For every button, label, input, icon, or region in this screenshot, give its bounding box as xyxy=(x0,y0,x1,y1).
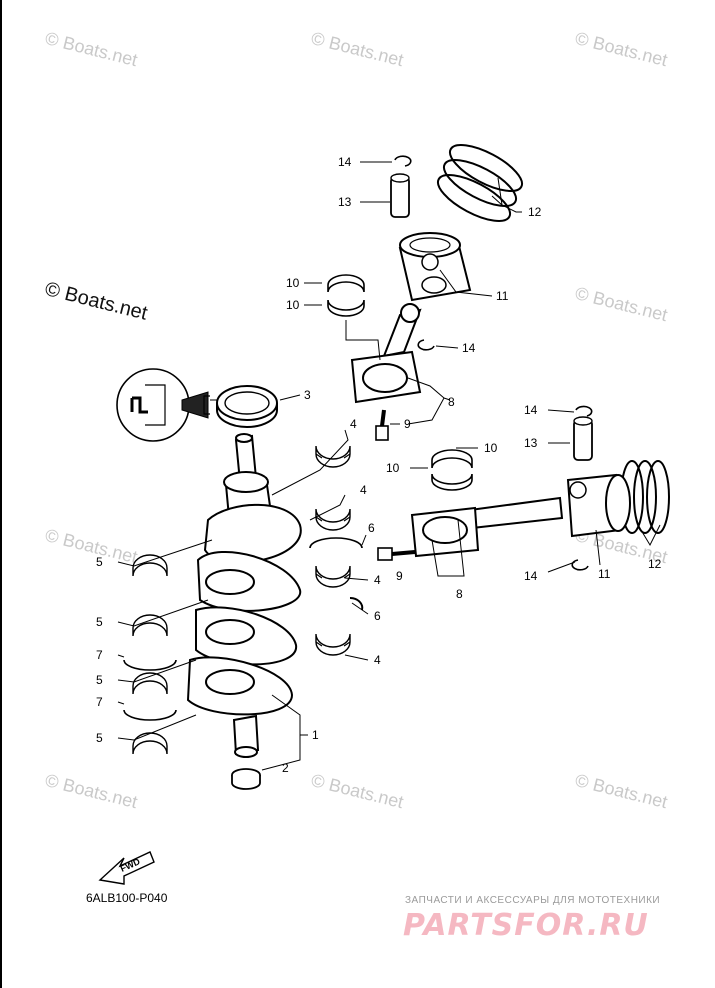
callout-10: 10 xyxy=(286,298,300,312)
diagram-code: 6ALB100-P040 xyxy=(86,891,168,905)
upper-piston-group xyxy=(327,144,524,441)
brand-tagline: ЗАПЧАСТИ И АКСЕССУАРЫ ДЛЯ МОТОТЕХНИКИ xyxy=(405,895,661,906)
callout-2: 2 xyxy=(282,761,289,775)
oil-seal xyxy=(216,385,278,421)
oil-seal-group xyxy=(116,368,278,442)
piston-upper xyxy=(398,232,472,302)
leader-lines xyxy=(117,161,661,771)
callout-4: 4 xyxy=(374,573,381,587)
callout-7: 7 xyxy=(96,648,103,662)
callout-3: 3 xyxy=(304,388,311,402)
conrod-bolt-right xyxy=(377,547,416,561)
callout-5: 5 xyxy=(96,555,103,569)
callout-4: 4 xyxy=(374,653,381,667)
right-piston-group xyxy=(377,405,670,571)
callout-5: 5 xyxy=(96,731,103,745)
callout-4: 4 xyxy=(350,417,357,431)
callout-8: 8 xyxy=(456,587,463,601)
frame-left-border xyxy=(0,0,2,988)
callout-14: 14 xyxy=(338,155,352,169)
callout-14: 14 xyxy=(524,569,538,583)
connecting-rod-upper xyxy=(350,303,422,404)
callout-13: 13 xyxy=(524,436,538,450)
main-bearing-4b xyxy=(315,508,351,531)
callout-1: 1 xyxy=(312,728,319,742)
connecting-rod-right xyxy=(410,496,564,558)
thrust-washer-7a xyxy=(123,659,177,671)
callout-5: 5 xyxy=(96,615,103,629)
callout-12: 12 xyxy=(648,557,662,571)
callout-5: 5 xyxy=(96,673,103,687)
callout-8: 8 xyxy=(448,395,455,409)
callout-7: 7 xyxy=(96,695,103,709)
piston-right xyxy=(566,473,631,538)
callout-11: 11 xyxy=(496,289,509,303)
callout-6: 6 xyxy=(368,521,375,535)
conrod-bearing-upper xyxy=(327,274,365,317)
conrod-bearing-right xyxy=(431,449,473,491)
crank-bushing xyxy=(231,768,261,790)
callout-10: 10 xyxy=(286,276,300,290)
piston-rings-upper xyxy=(436,144,524,222)
main-bearing-5b xyxy=(132,614,168,637)
main-bearing-5a xyxy=(132,554,168,577)
fwd-arrow-icon: FWD xyxy=(98,851,155,885)
callout-9: 9 xyxy=(404,417,411,431)
main-bearing-4c xyxy=(315,565,351,588)
crankshaft xyxy=(186,433,302,758)
brand-logo: PARTSFOR.RU xyxy=(403,908,649,943)
thrust-washer-6b xyxy=(349,596,364,611)
thrust-washer-6a xyxy=(309,537,363,549)
circlip-upper-top xyxy=(394,155,412,167)
callout-11: 11 xyxy=(598,567,611,581)
circlip-upper-bottom xyxy=(417,339,435,351)
callout-14: 14 xyxy=(462,341,476,355)
callout-labels: 14 13 12 11 10 10 14 3 8 9 4 4 6 4 6 4 5… xyxy=(96,155,662,775)
thrust-washer-7b xyxy=(123,709,177,721)
circlip-right-bottom xyxy=(571,559,589,571)
conrod-bolt-upper xyxy=(375,409,389,441)
circlip-right-top xyxy=(575,405,593,417)
main-bearing-4d xyxy=(315,633,351,656)
callout-9: 9 xyxy=(396,569,403,583)
piston-pin-upper xyxy=(390,173,410,218)
callout-13: 13 xyxy=(338,195,352,209)
callout-4: 4 xyxy=(360,483,367,497)
main-bearing-5d xyxy=(132,732,168,755)
callout-6: 6 xyxy=(374,609,381,623)
seal-detail-magnifier xyxy=(116,368,190,442)
callout-10: 10 xyxy=(386,461,400,475)
callout-12: 12 xyxy=(528,205,542,219)
piston-pin-right xyxy=(573,416,593,461)
callout-10: 10 xyxy=(484,441,498,455)
callout-14: 14 xyxy=(524,403,538,417)
